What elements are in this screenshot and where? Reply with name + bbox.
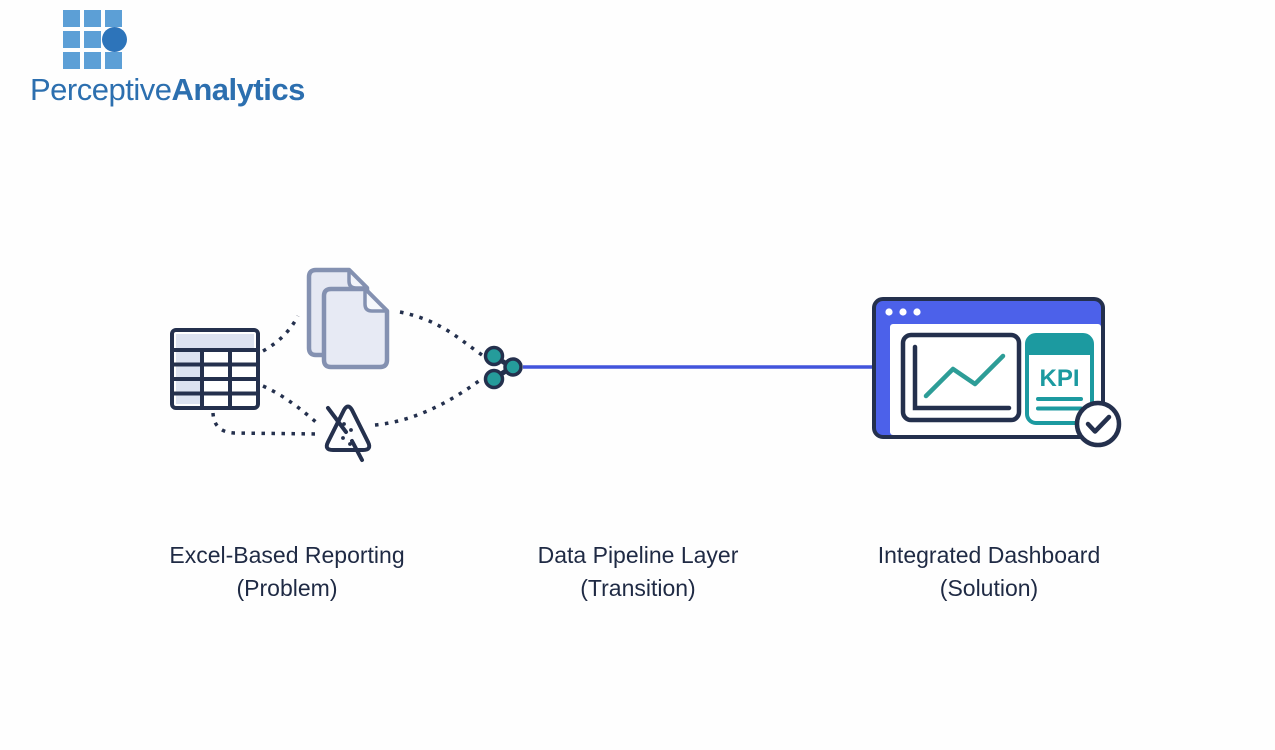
kpi-card-header: [1027, 335, 1092, 355]
logo-square: [105, 52, 122, 69]
check-circle-icon: [1074, 400, 1122, 448]
stage-subtitle: (Solution): [939, 575, 1039, 601]
logo-grid-icon: [63, 10, 305, 69]
kpi-card-icon: KPI: [1025, 333, 1094, 425]
stage-subtitle: (Problem): [236, 575, 338, 601]
stage-title: Integrated Dashboard: [877, 542, 1101, 568]
triangle-dots: [341, 422, 353, 446]
connector-table-bottom-to-triangle: [211, 412, 321, 436]
stage-label-pipeline: Data Pipeline Layer (Transition): [458, 539, 818, 605]
stage-label-dashboard: Integrated Dashboard (Solution): [809, 539, 1169, 605]
connector-table-to-triangle: [262, 384, 319, 425]
logo-square: [63, 31, 80, 48]
brand-name-regular: Perceptive: [30, 72, 172, 107]
brand-name-bold: Analytics: [171, 72, 305, 107]
stage-subtitle: (Transition): [580, 575, 696, 601]
brand-name: PerceptiveAnalytics: [30, 72, 305, 108]
kpi-label: KPI: [1039, 365, 1079, 392]
browser-window-icon: KPI: [872, 297, 1122, 448]
logo-square: [63, 52, 80, 69]
brand-logo: PerceptiveAnalytics: [30, 10, 305, 108]
logo-square: [105, 10, 122, 27]
logo-dot-cell: [102, 27, 127, 52]
stage-label-excel: Excel-Based Reporting (Problem): [107, 539, 467, 605]
logo-circle-icon: [102, 27, 127, 52]
logo-square: [84, 52, 101, 69]
pipeline-nodes-icon: [483, 345, 523, 390]
dotted-connectors: [211, 310, 485, 436]
window-control-dots: [885, 308, 921, 316]
spreadsheet-table-icon: [170, 328, 260, 410]
logo-square: [63, 10, 80, 27]
connector-triangle-to-nodes: [374, 376, 485, 427]
stage-title: Data Pipeline Layer: [537, 542, 739, 568]
error-triangle-icon: [324, 404, 372, 462]
document-back-fold: [347, 268, 369, 290]
chart-trend-line: [923, 353, 1006, 399]
connector-table-to-documents: [262, 315, 300, 353]
connector-documents-to-nodes: [399, 310, 483, 357]
logo-square: [84, 10, 101, 27]
chart-axes: [912, 344, 1012, 411]
stage-title: Excel-Based Reporting: [169, 542, 405, 568]
line-chart-icon: [900, 332, 1022, 423]
documents-icon: [306, 267, 390, 370]
document-front-fold: [363, 287, 389, 313]
logo-square: [84, 31, 101, 48]
